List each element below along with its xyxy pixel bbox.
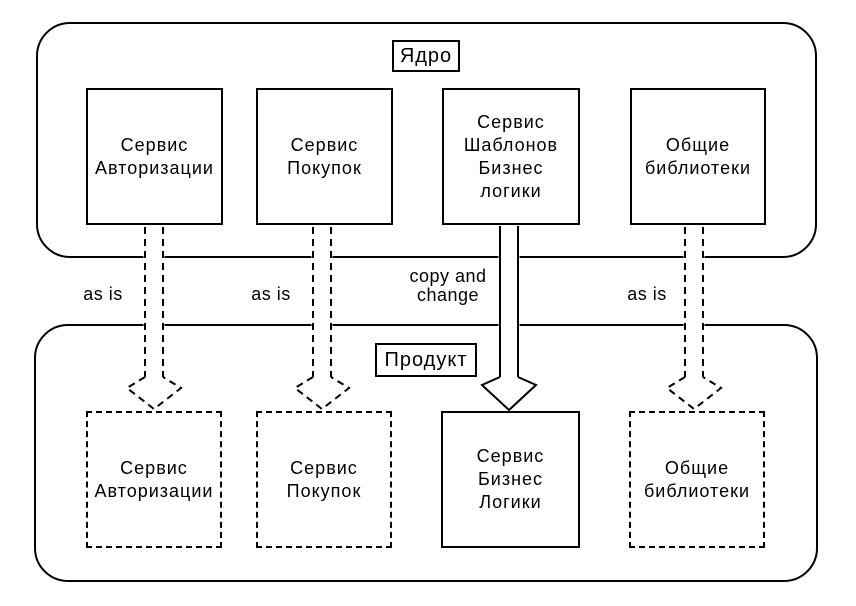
- core-box-shared-libraries: Общие библиотеки: [630, 88, 766, 225]
- product-container-label-box: Продукт: [375, 343, 477, 377]
- arrow-label-copy-and-change: copy and change: [409, 266, 487, 305]
- core-container-label-box: Ядро: [392, 40, 460, 72]
- core-box-template-business-logic-service: Сервис Шаблонов Бизнес логики: [442, 88, 580, 225]
- arrow-label-as-is-1: as is: [83, 284, 123, 304]
- core-box-purchase-service: Сервис Покупок: [256, 88, 393, 225]
- arrow-label-as-is-3: as is: [627, 284, 667, 304]
- core-container-label: Ядро: [399, 44, 453, 67]
- product-box-purchase-service: Сервис Покупок: [256, 411, 392, 548]
- product-container-label: Продукт: [384, 348, 468, 371]
- product-box-shared-libraries: Общие библиотеки: [629, 411, 765, 548]
- product-box-business-logic-service: Сервис Бизнес Логики: [441, 411, 580, 548]
- product-box-auth-service: Сервис Авторизации: [86, 411, 222, 548]
- core-box-auth-service: Сервис Авторизации: [86, 88, 223, 225]
- arrow-label-as-is-2: as is: [251, 284, 291, 304]
